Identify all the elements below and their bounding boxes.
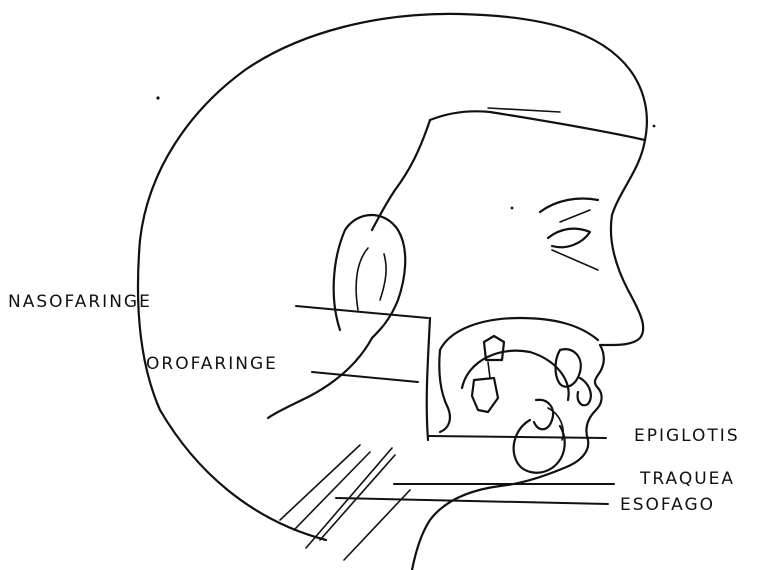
- label-esofago: ESOFAGO: [620, 497, 715, 514]
- leader-esofago: [336, 498, 608, 504]
- leader-epiglotis: [428, 436, 606, 438]
- eye: [548, 229, 590, 248]
- hair-stroke: [488, 108, 560, 112]
- tongue: [462, 351, 569, 400]
- label-nasofaringe: NASOFARINGE: [8, 294, 152, 311]
- pen-dot: [653, 125, 656, 128]
- eye-crease: [560, 210, 590, 222]
- label-orofaringe: OROFARINGE: [146, 356, 278, 373]
- uvula: [556, 349, 581, 387]
- ear-inner: [356, 248, 368, 310]
- neck-front: [412, 486, 500, 570]
- pharynx-wall: [427, 318, 430, 440]
- face-profile: [600, 140, 645, 345]
- eye-lash: [552, 250, 598, 270]
- jaw-line: [268, 338, 372, 418]
- ear-inner-2: [380, 254, 386, 300]
- head-outline: [138, 14, 647, 540]
- lower-tooth: [472, 378, 498, 412]
- label-traquea: TRAQUEA: [640, 471, 735, 488]
- pen-dot: [511, 207, 514, 210]
- label-epiglotis: EPIGLOTIS: [634, 428, 740, 445]
- temple-line: [372, 120, 430, 230]
- pen-dot: [156, 96, 159, 99]
- epiglottis: [534, 400, 553, 430]
- leader-nasofaringe: [296, 306, 428, 318]
- ear: [334, 215, 406, 338]
- leader-orofaringe: [312, 372, 418, 382]
- hairline: [430, 111, 645, 140]
- tooth-root: [488, 362, 490, 378]
- oral-cavity: [439, 350, 450, 432]
- palate: [440, 318, 598, 350]
- front-tooth: [578, 378, 591, 405]
- upper-lip: [595, 345, 604, 388]
